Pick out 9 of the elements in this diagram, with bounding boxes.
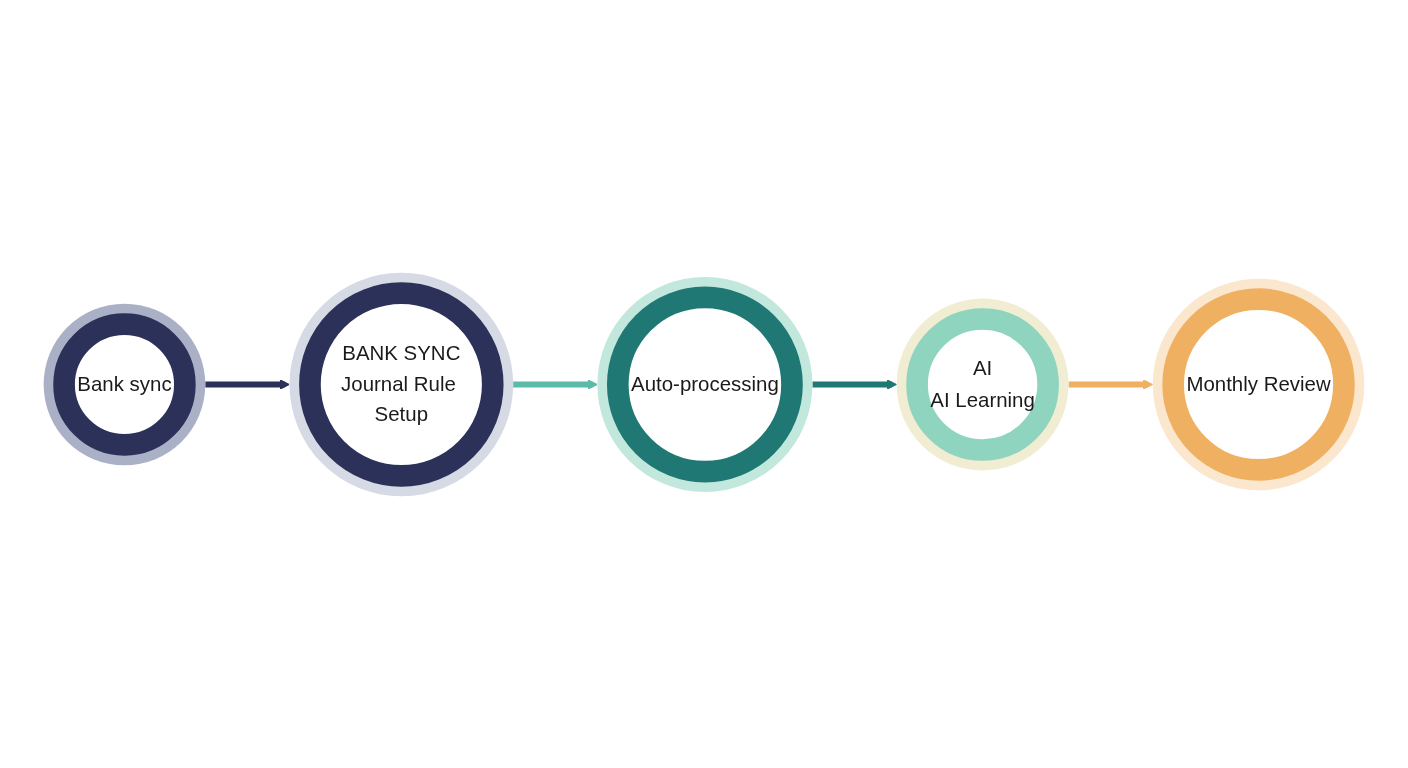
node-circle: AI AI Learning [896, 298, 1069, 470]
node-circle: Bank sync [43, 303, 206, 465]
node-circle: Auto-processing [597, 276, 813, 492]
node-circle: Monthly Review [1152, 278, 1365, 490]
node-circle: BANK SYNC Journal Rule Setup [289, 272, 514, 496]
arrow [1068, 378, 1154, 390]
arrow [513, 378, 598, 390]
arrow [812, 378, 898, 390]
arrow [205, 378, 290, 390]
